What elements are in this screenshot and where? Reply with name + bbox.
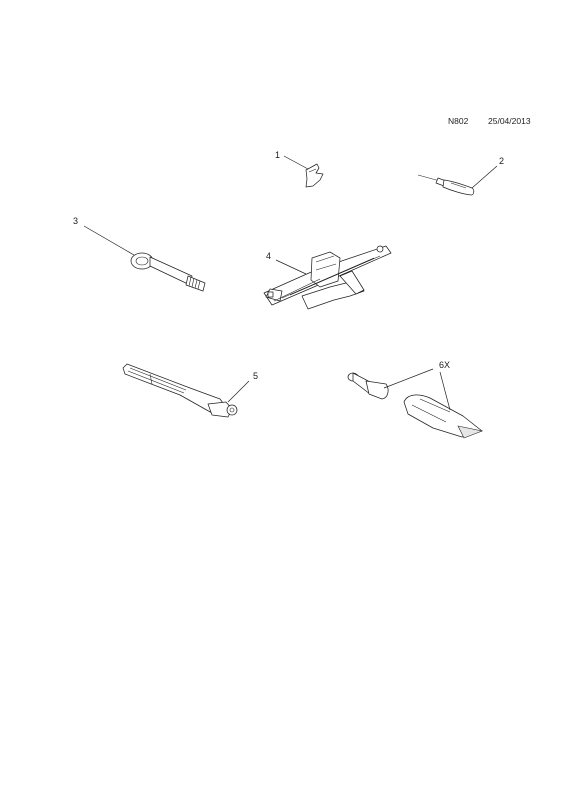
part-3-towing-eye: 3 [73, 216, 206, 292]
callout-2: 2 [499, 156, 504, 166]
diagram-date: 25/04/2013 [488, 116, 531, 126]
part-1-clip: 1 [275, 150, 324, 188]
callout-6x: 6X [439, 360, 450, 370]
callout-1: 1 [275, 150, 280, 160]
callout-4: 4 [266, 251, 271, 261]
part-4-jack: 4 [263, 245, 392, 310]
part-6x-bolt-cap: 6X [347, 360, 484, 439]
callout-3: 3 [73, 216, 78, 226]
callout-5: 5 [253, 371, 258, 381]
diagram-code: N802 [448, 116, 469, 126]
part-5-wheel-brace: 5 [122, 363, 258, 418]
part-2-screwdriver: 2 [417, 156, 504, 196]
